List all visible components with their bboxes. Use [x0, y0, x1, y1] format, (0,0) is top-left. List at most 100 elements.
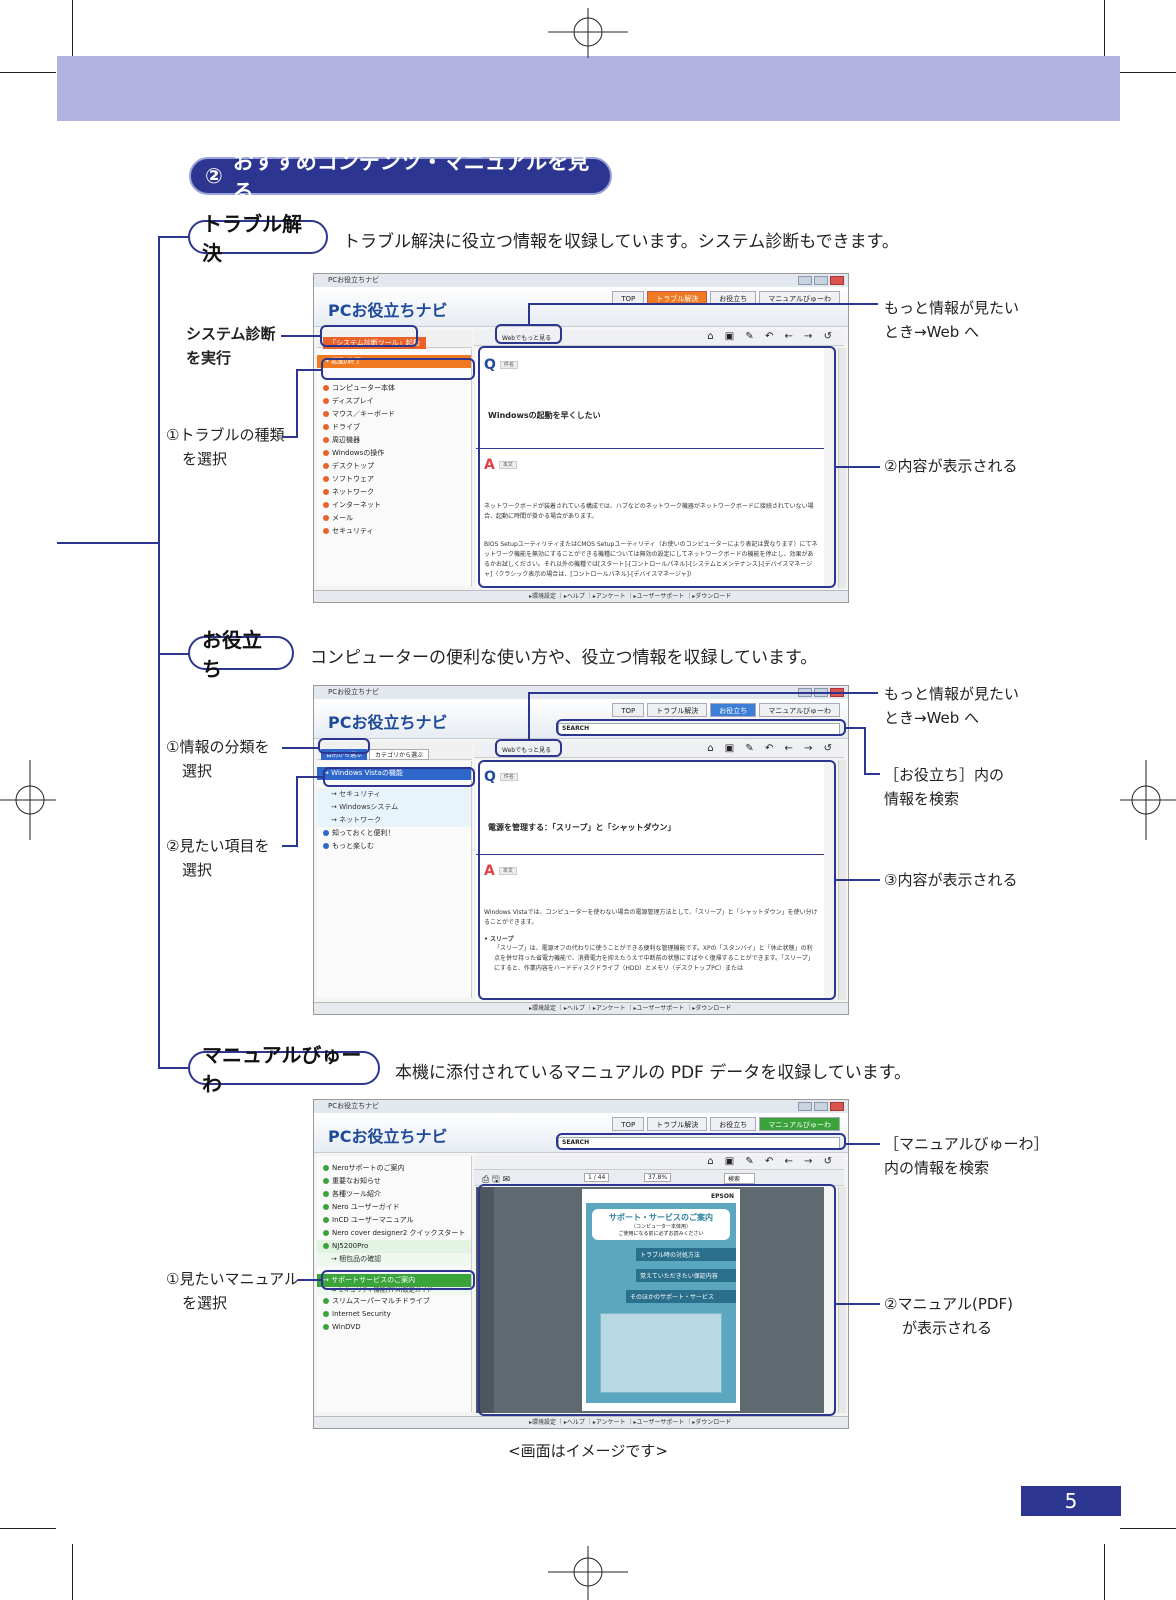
tree-line [57, 542, 158, 544]
question-text: 電源を管理する：「スリープ」と「シャットダウン」 [488, 823, 676, 832]
crop-mark [1120, 1528, 1176, 1529]
q-icon: Q [484, 357, 496, 373]
topic-manual-desc: 本機に添付されているマニュアルの PDF データを収録しています。 [395, 1063, 912, 1083]
sidebar-item[interactable]: ディスプレイ [317, 395, 471, 408]
sidebar-item[interactable]: → ネットワーク [317, 814, 471, 827]
tab-top[interactable]: TOP [612, 1117, 645, 1131]
leader-line [528, 692, 878, 694]
tab-top[interactable]: TOP [612, 703, 645, 717]
leader-line [864, 727, 866, 775]
leader-line [846, 1143, 880, 1145]
window-titlebar: PCお役立ちナビ [314, 1100, 848, 1113]
registration-mark-right [1120, 760, 1176, 840]
sidebar-item[interactable]: InCD ユーザーマニュアル [317, 1214, 471, 1227]
web-more-button[interactable]: Webでもっと見る [502, 747, 552, 754]
sidebar-item[interactable]: 各種ツール紹介 [317, 1188, 471, 1201]
annotation-system-check: システム診断を実行 [186, 325, 276, 367]
app-logo: PCお役立ちナビ [328, 713, 448, 732]
section-number: ② [205, 164, 223, 188]
q-icon: Q [484, 769, 496, 785]
sidebar-item[interactable]: Neroサポートのご案内 [317, 1162, 471, 1175]
pdf-toolbar-icons[interactable]: ⎙ 🖫 ✉ [482, 1175, 511, 1185]
sidebar-item[interactable]: ドライブ [317, 421, 471, 434]
sidebar-item[interactable]: 知っておくと便利！ [317, 827, 471, 840]
leader-line [528, 692, 530, 739]
web-more-button[interactable]: Webでもっと見る [502, 335, 552, 342]
selected-sidebar-item[interactable]: → サポートサービスのご案内 [317, 1274, 471, 1287]
leader-line [282, 845, 296, 847]
sidebar-item[interactable]: Windowsの操作 [317, 447, 471, 460]
leader-line [282, 747, 318, 749]
leader-line [528, 303, 530, 325]
app-footer[interactable]: ▸環境設定 ｜▸ヘルプ ｜▸アンケート ｜▸ユーザーサポート ｜▸ダウンロード [314, 1002, 848, 1014]
bullet-text: 「スリープ」は、電源オフの代わりに使うことができる便利な管理機能です。XPの「ス… [494, 945, 814, 972]
highlight-category-tab [318, 738, 370, 754]
q-tag: 件名 [499, 361, 518, 369]
sidebar-item[interactable]: → 梱包品の確認 [317, 1253, 471, 1266]
crop-mark [1104, 1544, 1105, 1600]
highlight-web-button [495, 739, 562, 757]
page-indicator[interactable]: 1 / 44 [584, 1173, 610, 1182]
sidebar-item[interactable]: もっと楽しむ [317, 840, 471, 853]
sidebar-item[interactable]: セキュリティ [317, 525, 471, 538]
pdf-search-input[interactable]: 検索 [724, 1173, 756, 1184]
sidebar-item[interactable]: メール [317, 512, 471, 525]
sidebar-item[interactable]: → セキュリティ [317, 788, 471, 801]
nav-arrows-icon[interactable]: ⌂ ▣ ✎ ↶ ← → ↺ [707, 743, 836, 754]
app-footer[interactable]: ▸環境設定 ｜▸ヘルプ ｜▸アンケート ｜▸ユーザーサポート ｜▸ダウンロード [314, 1416, 848, 1428]
sidebar-item[interactable]: Nero ユーザーガイド [317, 1201, 471, 1214]
sidebar-item[interactable]: Nero cover designer2 クイックスタート [317, 1227, 471, 1240]
sidebar-item[interactable]: NJ5200Pro [317, 1240, 471, 1253]
section-title-text: おすすめコンテンツ・マニュアルを見る [232, 150, 590, 204]
tab-manual[interactable]: マニュアルびゅーわ [759, 703, 840, 717]
sidebar-item[interactable]: ネットワーク [317, 486, 471, 499]
nav-arrows-icon[interactable]: ⌂ ▣ ✎ ↶ ← → ↺ [707, 331, 836, 342]
sidebar-item[interactable]: → Windowsシステム [317, 801, 471, 814]
sidebar-item[interactable]: マウス／キーボード [317, 408, 471, 421]
tab-trouble[interactable]: トラブル解決 [647, 703, 708, 717]
tab-manual[interactable]: マニュアルびゅーわ [759, 1117, 840, 1131]
sidebar-item[interactable]: 周辺機器 [317, 434, 471, 447]
selected-sidebar-item[interactable]: → Windows Vistaの機能 [317, 767, 471, 780]
tab-by-purpose[interactable]: 目的から選ぶ [321, 749, 368, 760]
scrollbar[interactable] [838, 348, 846, 588]
sidebar-item[interactable]: Internet Security [317, 1308, 471, 1321]
highlight-web-button [495, 324, 562, 344]
pdf-page: EPSON サポート・サービスのご案内 （コンピューター本体用） ご使用になる前… [582, 1189, 740, 1411]
leader-line [296, 776, 298, 847]
tree-line [158, 236, 190, 238]
answer-text-2: BIOS SetupユーティリティまたはCMOS Setupユーティリティ（お使… [484, 541, 818, 578]
app-footer[interactable]: ▸環境設定 ｜▸ヘルプ ｜▸アンケート ｜▸ユーザーサポート ｜▸ダウンロード [314, 590, 848, 602]
sidebar-item[interactable]: → セキュリティ機能(TPM)設定ガイド [317, 1287, 471, 1295]
sidebar-item[interactable]: スリムスーパーマルチドライブ [317, 1295, 471, 1308]
sidebar-item[interactable]: 重要なお知らせ [317, 1175, 471, 1188]
sidebar-item[interactable]: コンピューター本体 [317, 382, 471, 395]
leader-line [298, 1279, 322, 1281]
tab-trouble[interactable]: トラブル解決 [647, 1117, 708, 1131]
sidebar-item[interactable]: インターネット [317, 499, 471, 512]
tab-useful[interactable]: お役立ち [710, 703, 757, 717]
annotation-manual-shown: ②マニュアル(PDF)が表示される [884, 1295, 1013, 1337]
highlight-system-tool [320, 325, 418, 347]
nav-arrows-icon[interactable]: ⌂ ▣ ✎ ↶ ← → ↺ [707, 1156, 836, 1167]
highlight-content [478, 346, 836, 588]
tab-by-category[interactable]: カテゴリから選ぶ [369, 749, 430, 760]
answer-text-1: ネットワークボードが装着されている構成では、ハブなどのネットワーク機器がネットワ… [484, 503, 814, 520]
sidebar-item[interactable]: デスクトップ [317, 460, 471, 473]
crop-mark [1120, 72, 1176, 73]
highlight-content [478, 1184, 836, 1416]
leader-line [836, 879, 880, 881]
tab-useful[interactable]: お役立ち [710, 1117, 757, 1131]
scrollbar[interactable] [838, 1187, 846, 1413]
screenshot-manual: PCお役立ちナビ PCお役立ちナビ TOP トラブル解決 お役立ち マニュアルび… [313, 1099, 849, 1429]
topic-manual-label: マニュアルびゅーわ [188, 1043, 380, 1096]
zoom-level[interactable]: 37.8% [644, 1173, 672, 1182]
leader-line [296, 776, 324, 778]
sidebar-item[interactable]: ソフトウェア [317, 473, 471, 486]
sidebar-item[interactable]: WinDVD [317, 1321, 471, 1334]
annotation-content-1: ②内容が表示される [884, 457, 1018, 475]
leader-line [836, 466, 880, 468]
leader-line [296, 369, 322, 371]
registration-mark-top [548, 8, 628, 58]
pdf-side-icons[interactable] [476, 1187, 494, 1413]
